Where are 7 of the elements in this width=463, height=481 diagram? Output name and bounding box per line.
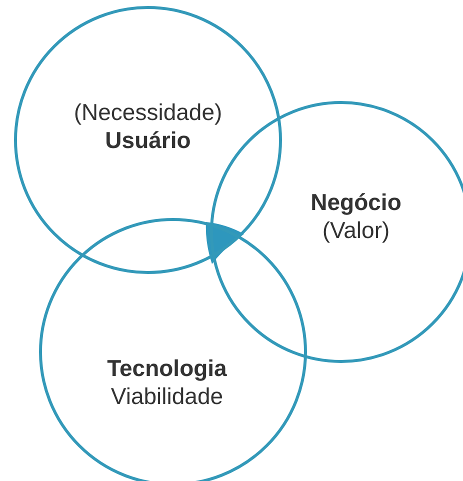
circle-subtitle: (Necessidade) bbox=[74, 98, 222, 126]
circle-subtitle: Viabilidade bbox=[110, 382, 224, 410]
circle-title: Negócio bbox=[310, 188, 402, 216]
circle-title: Tecnologia bbox=[107, 354, 227, 382]
venn-circle bbox=[14, 6, 282, 274]
circle-title: Usuário bbox=[104, 126, 192, 154]
circle-subtitle: (Valor) bbox=[321, 216, 391, 244]
